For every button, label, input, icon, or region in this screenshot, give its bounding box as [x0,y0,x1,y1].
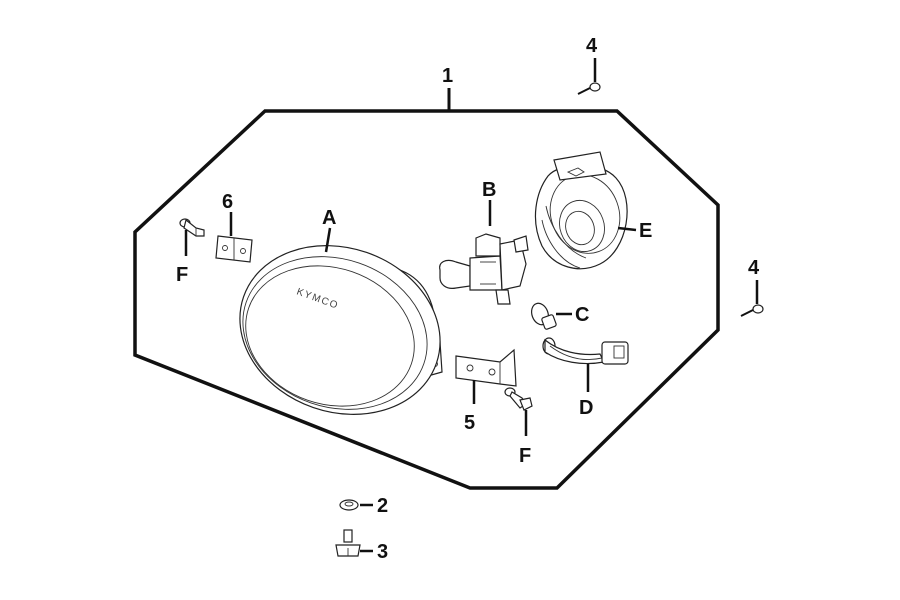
headlight-lens: KYMCO [239,245,443,415]
callout-d: D [579,397,593,419]
bulb-cover [534,151,628,270]
callout-3: 3 [377,541,388,563]
callout-4-top: 4 [586,35,598,57]
screw-top [577,82,601,95]
screw-right [740,304,764,317]
main-bulb [439,233,529,305]
fastener-right [504,387,533,411]
callout-5: 5 [464,412,475,434]
callout-c: C [575,304,589,326]
callout-f-left: F [176,264,188,286]
callout-e: E [639,220,652,242]
bulb-socket [542,337,629,365]
callout-b: B [482,179,496,201]
callout-1: 1 [442,65,453,87]
callout-6: 6 [222,191,233,213]
callout-leader-e [617,226,637,232]
callout-f-right: F [519,445,531,467]
small-bulb [530,302,557,330]
callout-2: 2 [377,495,388,517]
bracket-right [455,348,517,387]
nut [339,499,359,511]
bracket-left [215,235,253,263]
callout-leader-a [324,227,332,253]
bolt [335,529,361,557]
callout-a: A [322,207,336,229]
fastener-left [179,218,205,237]
callout-4-right: 4 [748,257,760,279]
assembly-boundary [133,109,720,490]
